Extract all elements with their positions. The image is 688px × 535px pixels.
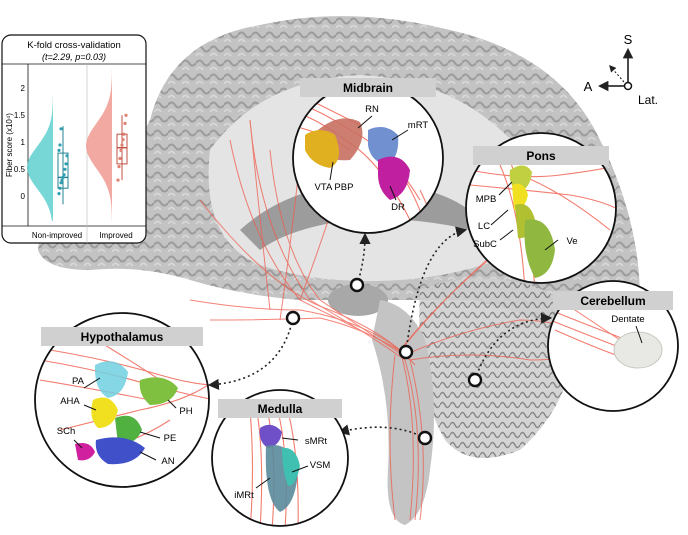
inset-title: K-fold cross-validation — [27, 40, 120, 51]
data-point — [62, 173, 66, 177]
pons-panel: Pons MPB LC SubC Ve — [465, 132, 617, 284]
inset-ylabel: Fiber score (x10⁴) — [5, 113, 14, 177]
label-ve: Ve — [566, 236, 577, 247]
label-sch: SCh — [57, 426, 75, 437]
ytick: 1.5 — [14, 111, 26, 120]
hypothalamus-title: Hypothalamus — [81, 330, 164, 344]
midbrain-title: Midbrain — [343, 81, 393, 95]
data-point — [58, 186, 62, 190]
data-point — [59, 127, 63, 131]
dentate-shape — [613, 331, 663, 369]
label-smrt: sMRt — [305, 436, 328, 447]
box — [116, 133, 128, 165]
violin-nonimproved — [27, 69, 53, 221]
orientation-compass: S A Lat. — [584, 32, 658, 107]
ytick: 0 — [21, 192, 26, 201]
cerebellum-shape — [419, 278, 576, 458]
data-point — [57, 192, 61, 196]
label-lc: LC — [478, 221, 490, 232]
cerebellum-title: Cerebellum — [580, 294, 645, 308]
kfold-inset: K-fold cross-validation (t=2.29, p=0.03)… — [1, 34, 147, 244]
tract-markers — [285, 277, 483, 446]
data-point — [122, 132, 126, 136]
ph-shape — [139, 377, 178, 405]
label-an: AN — [161, 456, 174, 467]
connector-hypothalamus — [207, 317, 294, 390]
violin-layer — [27, 69, 128, 221]
dr-shape — [378, 156, 410, 200]
label-pa: PA — [72, 376, 85, 387]
vsm-shape — [282, 447, 300, 486]
inset-stat: (t=2.29, p=0.03) — [42, 52, 106, 62]
data-point — [59, 181, 63, 185]
violin-improved — [86, 69, 112, 221]
data-point — [61, 175, 65, 179]
midbrain-panel: Midbrain RN mRT VTA PBP DR — [292, 78, 444, 234]
group-label-improved: Improved — [99, 231, 132, 240]
data-point — [116, 178, 120, 182]
group-label-nonimproved: Non-improved — [32, 231, 82, 240]
ytick: 2 — [21, 84, 26, 93]
connector-midbrain — [356, 232, 371, 286]
data-point — [60, 178, 64, 182]
yticks: 2 1.5 1 0.5 0 — [14, 84, 26, 201]
sch-shape — [75, 443, 95, 461]
superior-label: S — [624, 32, 633, 47]
data-point — [123, 121, 127, 125]
label-vta-pbp: VTA PBP — [315, 182, 354, 193]
connector-medulla — [337, 424, 426, 439]
hypothalamus-panel: Hypothalamus PA AHA PH SCh PE AN — [34, 312, 210, 488]
data-point — [121, 138, 125, 142]
data-point — [124, 113, 128, 117]
medulla-title: Medulla — [258, 402, 303, 416]
data-point — [64, 162, 68, 166]
pa-shape — [94, 361, 128, 398]
data-point — [58, 143, 62, 147]
anterior-label: A — [584, 79, 593, 94]
ytick: 1 — [21, 138, 26, 147]
an-shape — [95, 437, 145, 465]
pe-shape — [115, 415, 142, 445]
label-dentate: Dentate — [611, 314, 644, 325]
label-rn: RN — [365, 104, 379, 115]
box — [57, 152, 69, 189]
marker-hypothalamus — [285, 310, 301, 326]
lateral-label: Lat. — [638, 93, 658, 107]
marker-cerebellum — [467, 372, 483, 388]
label-mrt: mRT — [408, 120, 429, 131]
pons-title: Pons — [526, 149, 556, 163]
data-point — [120, 143, 124, 147]
mrt-shape — [368, 126, 399, 165]
label-dr: DR — [391, 202, 405, 213]
medulla-panel: Medulla sMRt iMRt VSM — [211, 389, 349, 527]
label-vsm: VSM — [310, 460, 331, 471]
marker-medulla — [417, 430, 433, 446]
data-point — [119, 148, 123, 152]
data-point — [63, 167, 67, 171]
label-subc: SubC — [473, 239, 497, 250]
label-ph: PH — [179, 406, 192, 417]
label-pe: PE — [164, 433, 177, 444]
aha-shape — [91, 397, 118, 428]
label-aha: AHA — [60, 396, 80, 407]
data-point — [65, 154, 69, 158]
marker-pons — [398, 344, 414, 360]
data-point — [117, 165, 121, 169]
vta-shape — [305, 130, 339, 168]
label-mpb: MPB — [476, 194, 497, 205]
cerebellum-panel: Cerebellum Dentate — [547, 280, 679, 412]
lc-shape — [512, 183, 528, 211]
data-point — [57, 148, 61, 152]
connector-lines — [207, 226, 553, 439]
data-point — [118, 156, 122, 161]
ytick: 0.5 — [14, 165, 26, 174]
label-imrt: iMRt — [234, 490, 254, 501]
marker-midbrain — [349, 277, 365, 293]
smrt-shape — [259, 424, 282, 448]
thalamus — [328, 284, 388, 316]
ve-shape — [524, 219, 555, 278]
